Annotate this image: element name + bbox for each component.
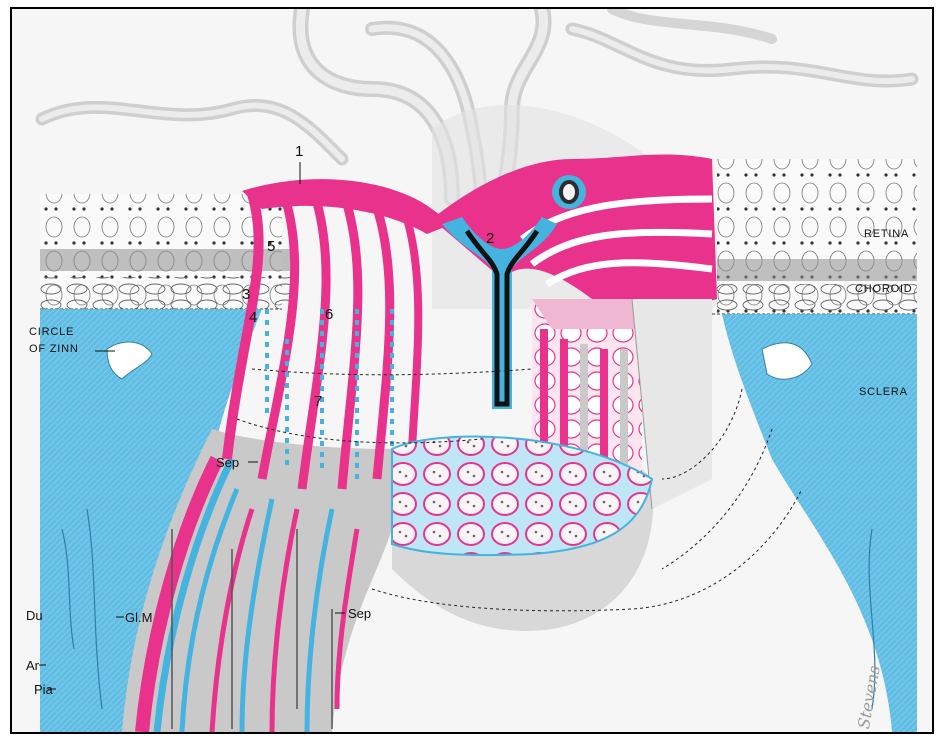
label-sep-lower: Sep xyxy=(348,607,371,620)
label-sclera: SCLERA xyxy=(859,387,908,398)
label-circle-of-zinn-2: OF ZINN xyxy=(29,344,79,355)
label-3: 3 xyxy=(242,287,250,302)
label-1: 1 xyxy=(295,144,303,159)
label-4: 4 xyxy=(249,310,257,325)
label-pia: Pia xyxy=(34,683,53,696)
label-7: 7 xyxy=(314,394,322,409)
label-sep-upper: Sep xyxy=(216,456,239,469)
label-retina: RETINA xyxy=(864,229,909,240)
label-circle-of-zinn-1: CIRCLE xyxy=(29,327,74,338)
label-ar: Ar xyxy=(26,659,39,672)
label-5: 5 xyxy=(267,239,275,254)
label-2: 2 xyxy=(486,231,494,246)
illustration-frame: 1 2 3 4 5 6 7 RETINA CHOROID SCLERA CIRC… xyxy=(10,7,934,734)
label-glm: Gl.M xyxy=(125,611,152,624)
label-6: 6 xyxy=(325,307,333,322)
label-choroid: CHOROID xyxy=(855,284,913,295)
label-du: Du xyxy=(26,609,43,622)
